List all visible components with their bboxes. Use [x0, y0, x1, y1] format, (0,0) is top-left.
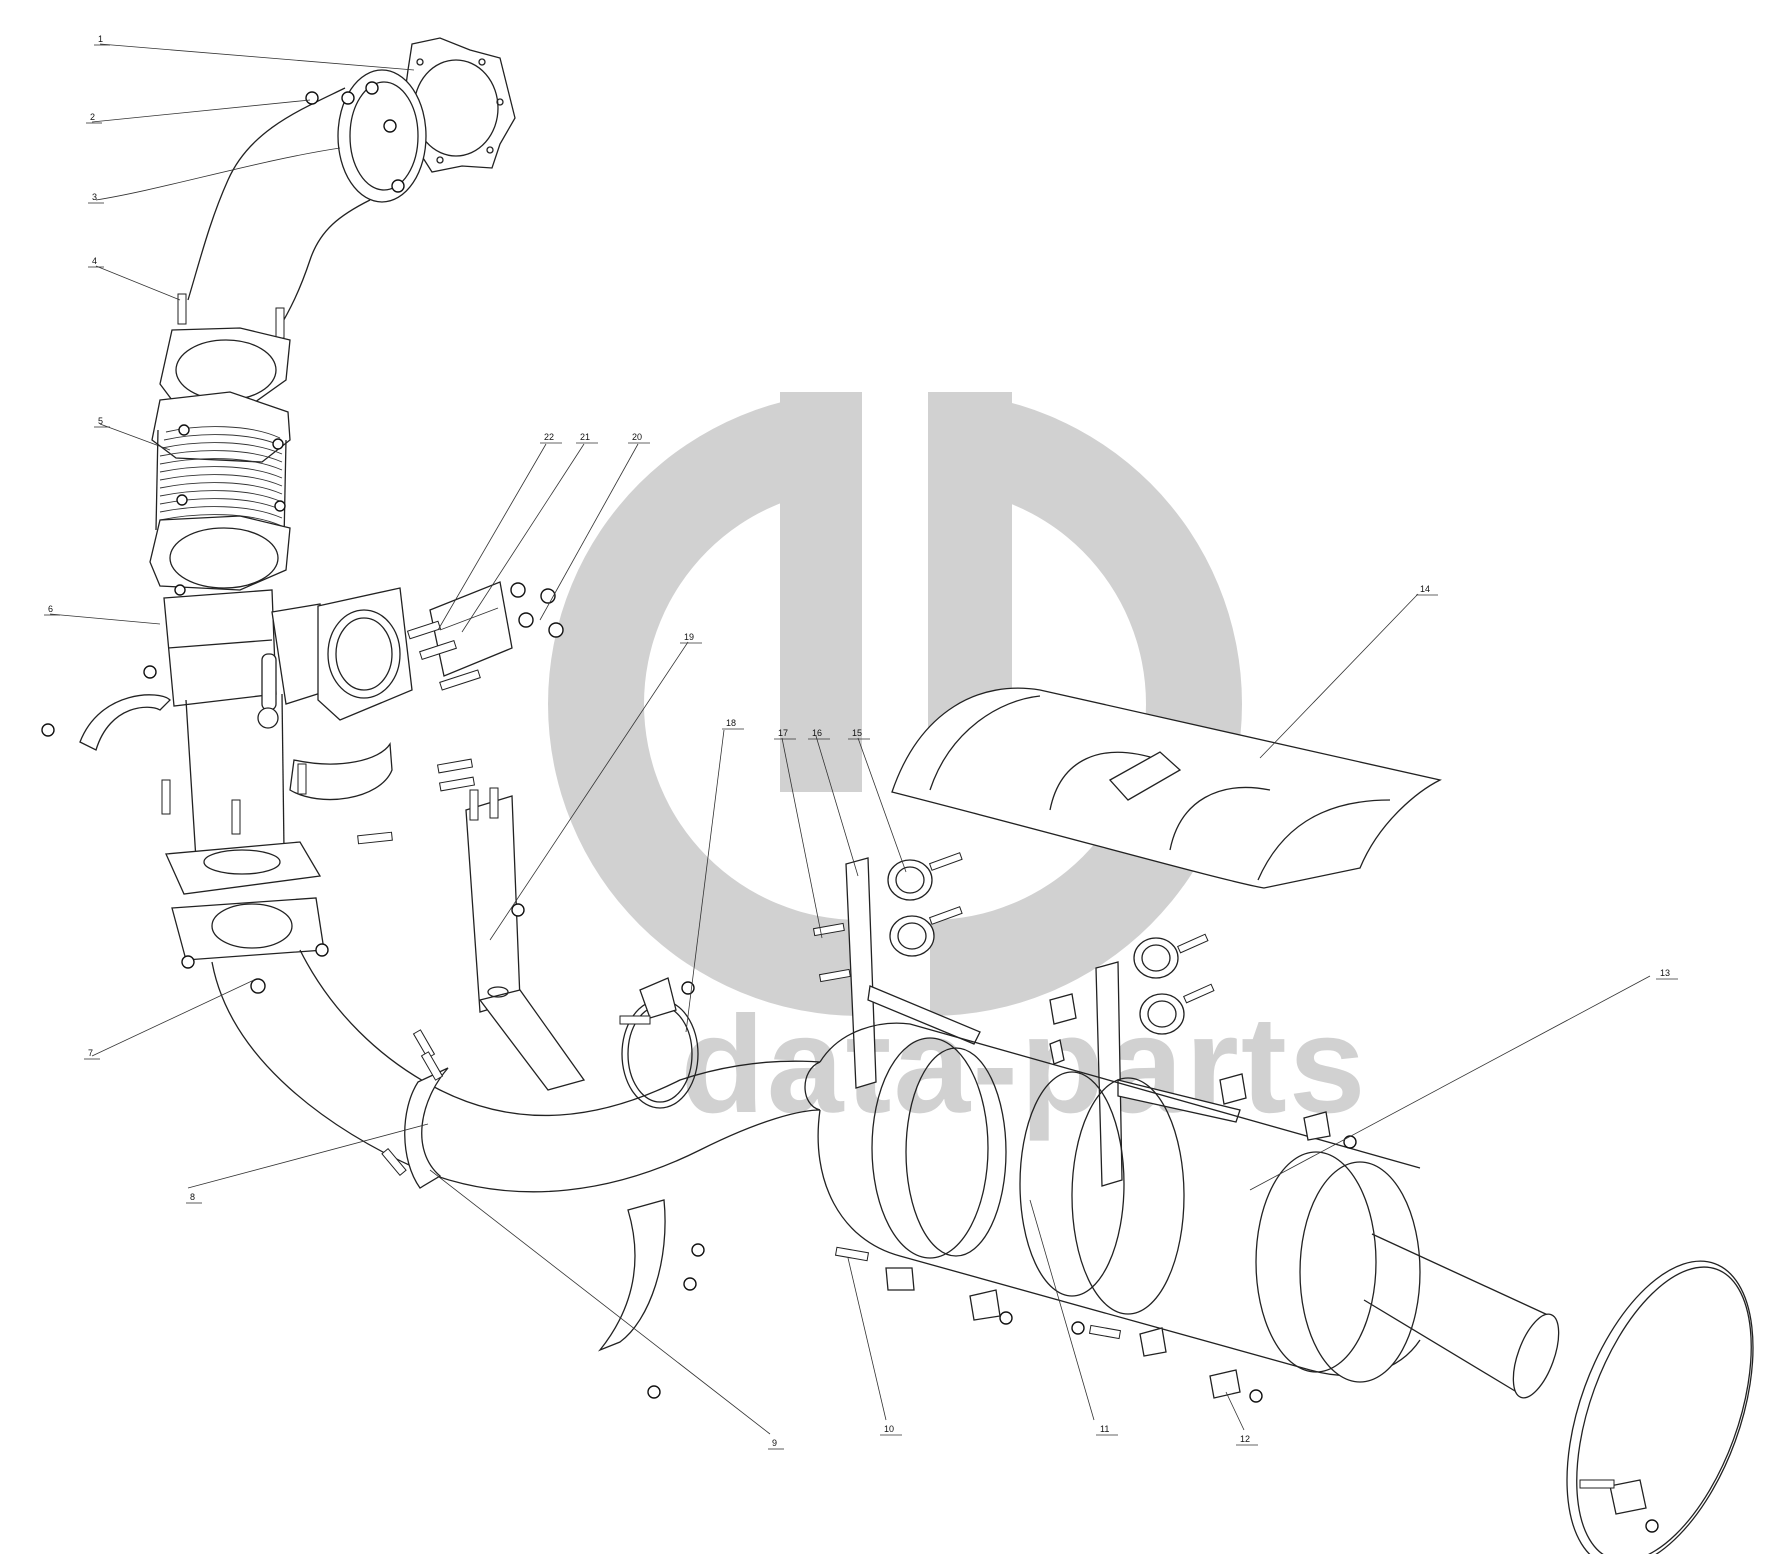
exhaust-brake-housing — [143, 587, 413, 729]
callout-label: 12 — [1240, 1434, 1250, 1444]
callout-label: 17 — [778, 728, 788, 738]
callout-label: 18 — [726, 718, 736, 728]
tail-clamp-band — [1566, 1260, 1754, 1559]
vertical-support-bracket — [465, 787, 586, 1091]
callout-label: 9 — [772, 1438, 777, 1448]
callout-21: 21 — [576, 432, 598, 444]
callout-15: 15 — [848, 728, 870, 740]
callout-13: 13 — [1656, 968, 1678, 980]
heat-shield — [891, 687, 1442, 889]
callout-label: 22 — [544, 432, 554, 442]
callout-4: 4 — [88, 256, 104, 268]
upper-elbow-pipe — [187, 69, 427, 331]
flexible-bellows — [149, 327, 291, 596]
callout-14: 14 — [1416, 584, 1438, 596]
callout-label: 7 — [88, 1048, 93, 1058]
callout-label: 14 — [1420, 584, 1430, 594]
callout-label: 13 — [1660, 968, 1670, 978]
callout-5: 5 — [94, 416, 110, 428]
callout-label: 5 — [98, 416, 103, 426]
callout-label: 1 — [98, 34, 103, 44]
callout-17: 17 — [774, 728, 796, 740]
muffler-body — [817, 993, 1560, 1403]
callout-label: 10 — [884, 1424, 894, 1434]
callout-numbers: 1 2 3 4 5 6 7 8 9 10 11 12 13 14 15 16 1… — [44, 34, 1678, 1450]
callout-2: 2 — [86, 112, 102, 124]
callout-label: 16 — [812, 728, 822, 738]
brake-mount-bracket — [406, 581, 564, 691]
callout-16: 16 — [808, 728, 830, 740]
callout-label: 8 — [190, 1192, 195, 1202]
downpipe-clamp — [41, 694, 476, 845]
callout-label: 11 — [1100, 1424, 1109, 1434]
callout-7: 7 — [84, 1048, 100, 1060]
callout-19: 19 — [680, 632, 702, 644]
callout-label: 4 — [92, 256, 97, 266]
callout-3: 3 — [88, 192, 104, 204]
callout-label: 19 — [684, 632, 694, 642]
watermark-text: data-parts — [680, 988, 1367, 1142]
callout-label: 21 — [580, 432, 590, 442]
callout-11: 11 — [1096, 1424, 1118, 1436]
callout-label: 15 — [852, 728, 862, 738]
callout-label: 20 — [632, 432, 642, 442]
callout-6: 6 — [44, 604, 60, 616]
callout-10: 10 — [880, 1424, 902, 1436]
callout-18: 18 — [722, 718, 744, 730]
callout-22: 22 — [540, 432, 562, 444]
callout-12: 12 — [1236, 1434, 1258, 1446]
callout-label: 2 — [90, 112, 95, 122]
callout-9: 9 — [768, 1438, 784, 1450]
callout-20: 20 — [628, 432, 650, 444]
rubber-mounts — [812, 852, 1241, 1187]
callout-8: 8 — [186, 1192, 202, 1204]
callout-1: 1 — [94, 34, 110, 46]
s-bend-pipe — [211, 949, 821, 1193]
vertical-downpipe — [165, 693, 329, 994]
callout-label: 6 — [48, 604, 53, 614]
leader-lines — [49, 43, 1651, 1435]
callout-label: 3 — [92, 192, 97, 202]
s-pipe-clamps — [381, 1029, 705, 1399]
